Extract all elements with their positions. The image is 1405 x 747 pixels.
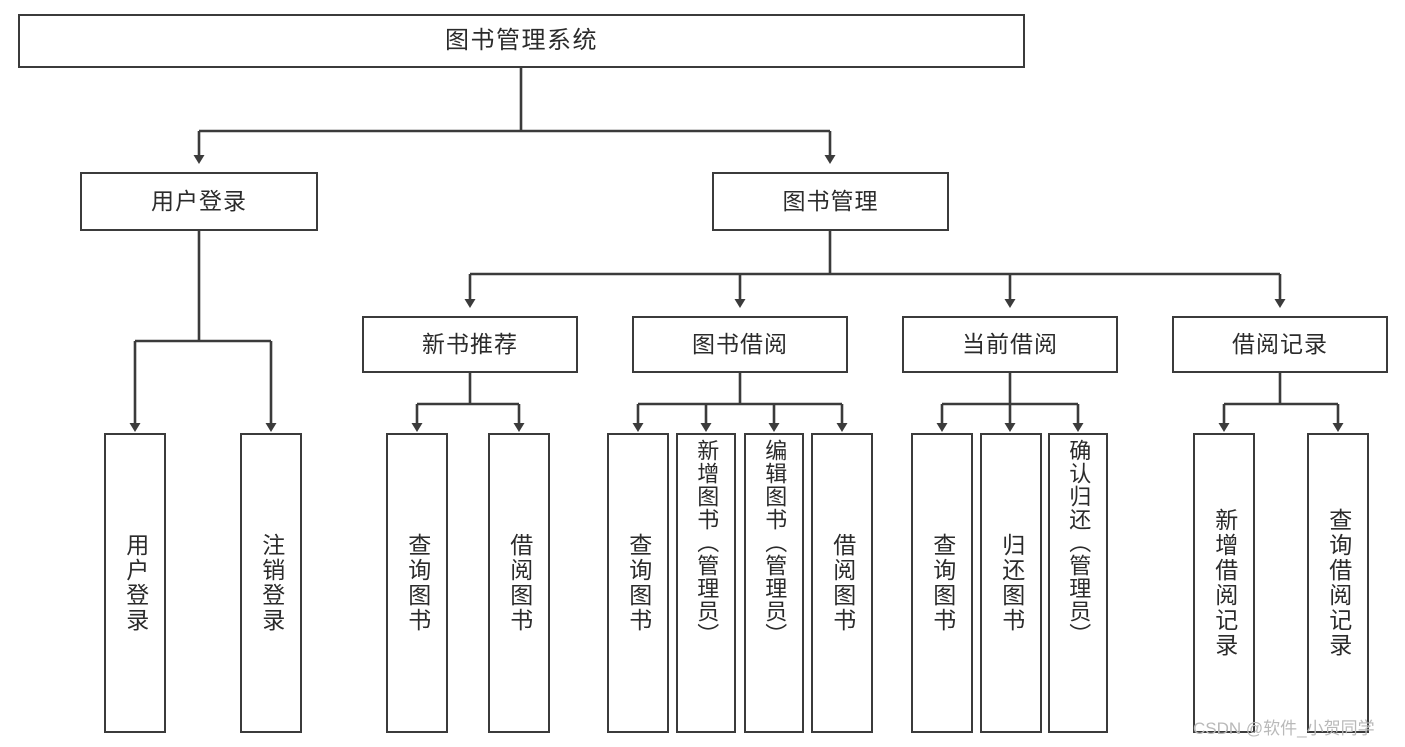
node-label: 新增借阅记录 [1211,508,1238,658]
node-label: 查询图书 [625,533,652,633]
node-leaf-borrow-book-2[interactable]: 借阅图书 [811,433,873,733]
node-label: 图书管理系统 [445,27,598,54]
node-label: 借阅记录 [1232,331,1328,357]
node-leaf-edit-book-admin[interactable]: 编辑图书（管理员） [744,433,804,733]
node-label: 查询图书 [404,533,431,633]
node-label: 归还图书 [998,533,1025,633]
node-label: 确认归还（管理员） [1066,439,1092,646]
node-label: 当前借阅 [962,331,1058,357]
node-label: 注销登录 [258,533,285,633]
node-label: 新书推荐 [422,331,518,357]
node-leaf-add-book-admin[interactable]: 新增图书（管理员） [676,433,736,733]
node-new-book-recommendation[interactable]: 新书推荐 [362,316,578,373]
node-leaf-query-book-1[interactable]: 查询图书 [386,433,448,733]
node-leaf-add-borrow-record[interactable]: 新增借阅记录 [1193,433,1255,733]
node-leaf-borrow-book-1[interactable]: 借阅图书 [488,433,550,733]
node-label: 新增图书（管理员） [694,439,720,646]
node-label: 查询借阅记录 [1325,508,1352,658]
node-leaf-confirm-return-admin[interactable]: 确认归还（管理员） [1048,433,1108,733]
node-leaf-query-book-2[interactable]: 查询图书 [607,433,669,733]
node-user-login[interactable]: 用户登录 [80,172,318,231]
node-root-book-management-system[interactable]: 图书管理系统 [18,14,1025,68]
node-book-borrow[interactable]: 图书借阅 [632,316,848,373]
node-label: 用户登录 [151,188,247,214]
csdn-watermark: CSDN @软件_小贺同学 [1193,719,1375,738]
node-current-borrow[interactable]: 当前借阅 [902,316,1118,373]
node-label: 图书借阅 [692,331,788,357]
node-label: 借阅图书 [506,533,533,633]
node-book-management[interactable]: 图书管理 [712,172,949,231]
node-leaf-logout[interactable]: 注销登录 [240,433,302,733]
node-label: 查询图书 [929,533,956,633]
node-borrow-record[interactable]: 借阅记录 [1172,316,1388,373]
node-label: 编辑图书（管理员） [762,439,788,646]
node-leaf-query-book-3[interactable]: 查询图书 [911,433,973,733]
node-label: 借阅图书 [829,533,856,633]
node-label: 图书管理 [782,188,879,214]
node-leaf-user-login[interactable]: 用户登录 [104,433,166,733]
node-leaf-query-borrow-record[interactable]: 查询借阅记录 [1307,433,1369,733]
node-leaf-return-book[interactable]: 归还图书 [980,433,1042,733]
node-label: 用户登录 [122,533,149,633]
